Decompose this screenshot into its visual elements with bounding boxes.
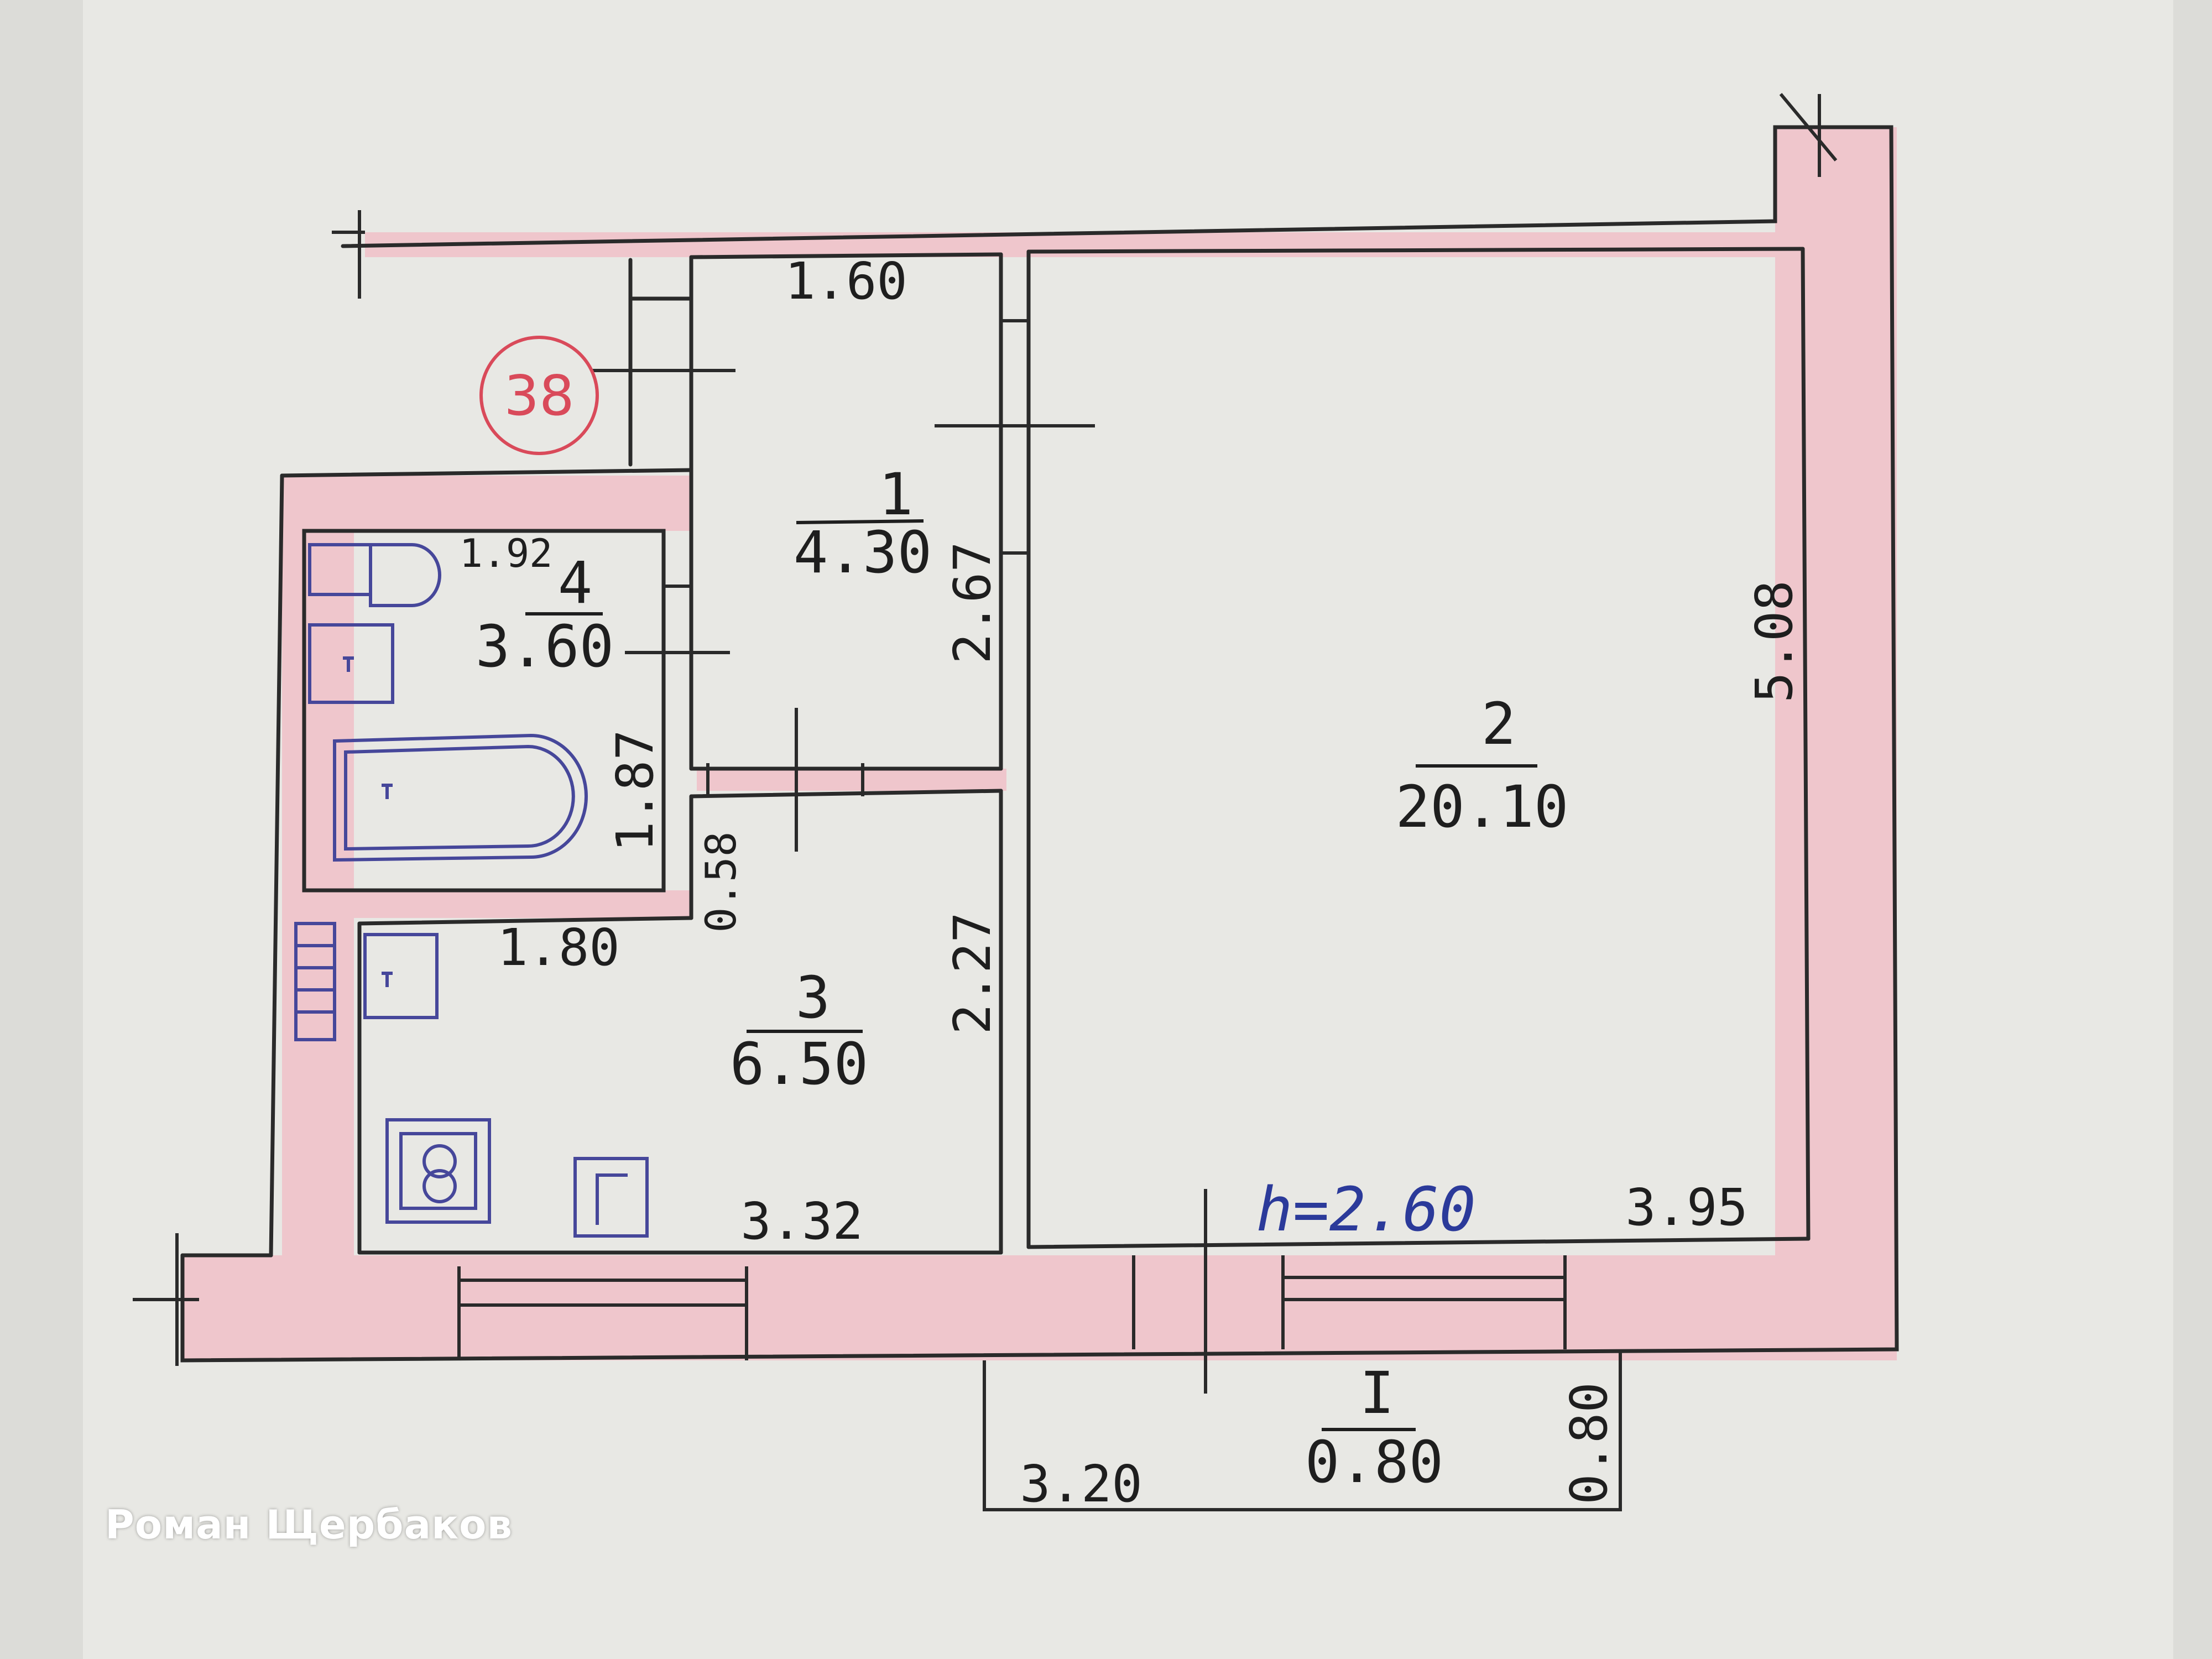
room-4-number: 4 — [558, 549, 593, 617]
stove-icon — [385, 1118, 491, 1224]
dim-corridor-gap: 0.58 — [696, 831, 745, 932]
outer-walls — [180, 125, 1899, 1363]
balcony-number: I — [1360, 1359, 1395, 1427]
gas-meter-icon — [573, 1157, 649, 1238]
author-watermark: Роман Щербаков — [105, 1501, 513, 1548]
room-3-area: 6.50 — [730, 1030, 868, 1098]
openings — [133, 93, 1838, 1511]
radiator-icon — [294, 922, 336, 1041]
dim-balcony-depth: 0.80 — [1559, 1382, 1619, 1505]
ceiling-height-note: h=2.60 — [1256, 1174, 1475, 1245]
dim-room4-length: 1.87 — [606, 729, 665, 852]
dim-room1-length: 2.67 — [943, 541, 1002, 664]
dim-room3-width: 3.32 — [740, 1192, 863, 1251]
room-4-area: 3.60 — [476, 613, 614, 680]
room-2-area: 20.10 — [1395, 773, 1568, 841]
dimension-labels: 1.60 2.67 3.95 5.08 3.32 2.27 1.80 1.92 … — [460, 252, 1804, 1514]
dim-room2-width: 3.95 — [1625, 1178, 1748, 1237]
dim-room3-niche: 1.80 — [497, 918, 620, 977]
stamp-number: 38 — [504, 363, 574, 428]
bathtub-icon — [333, 733, 588, 862]
room-2-number: 2 — [1481, 690, 1516, 758]
balcony-area: 0.80 — [1305, 1428, 1443, 1496]
washbasin-icon — [308, 623, 394, 704]
fixtures — [294, 543, 649, 1238]
room-labels: 1 4.30 2 20.10 3 6.50 4 3.60 I 0.80 — [476, 461, 1569, 1496]
dim-balcony-width: 3.20 — [1020, 1454, 1142, 1514]
dim-room4-width: 1.92 — [460, 531, 553, 576]
room-1-area: 4.30 — [794, 519, 932, 586]
wall-fills — [182, 127, 1897, 1360]
toilet-bowl-icon — [369, 543, 441, 607]
dim-room3-length: 2.27 — [943, 912, 1002, 1035]
dim-room1-width: 1.60 — [785, 252, 907, 311]
inventory-stamp: 38 — [479, 336, 599, 455]
kitchen-sink-icon — [363, 933, 439, 1019]
room-1-number: 1 — [879, 461, 914, 528]
dim-room2-length: 5.08 — [1745, 580, 1804, 703]
room-3-number: 3 — [796, 964, 831, 1031]
